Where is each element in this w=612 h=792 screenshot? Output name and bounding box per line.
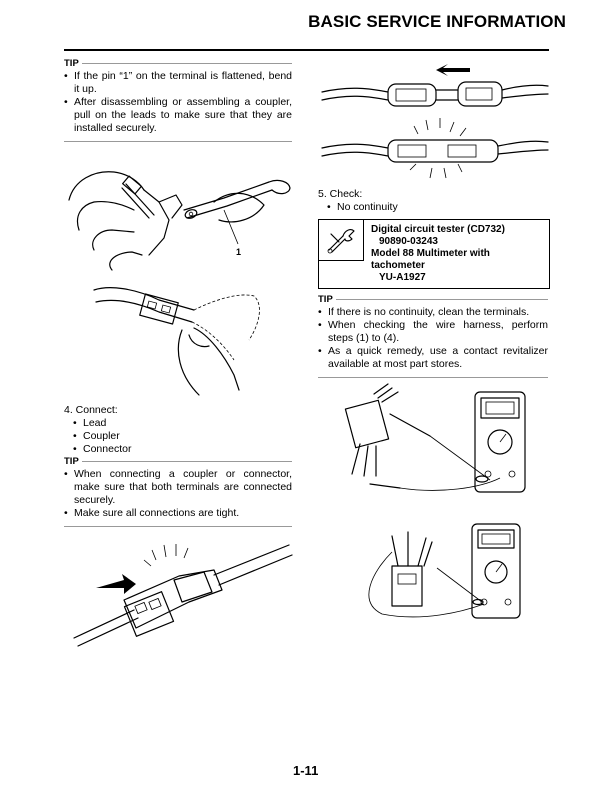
tip-item: When checking the wire harness, perform … — [318, 319, 548, 345]
tip-rule — [81, 461, 292, 462]
tip-list: If there is no continuity, clean the ter… — [318, 306, 548, 371]
step-item: No continuity — [327, 201, 548, 214]
step-4-section: 4. Connect: Lead Coupler Connector — [64, 404, 292, 456]
special-tool-box: Digital circuit tester (CD732) 90890-032… — [318, 219, 550, 289]
tip-label: TIP — [64, 58, 79, 69]
tip-end-rule — [318, 377, 548, 378]
tip-end-rule — [64, 526, 292, 527]
figure-multimeter-test-1 — [344, 383, 526, 493]
step-item: Coupler — [73, 430, 292, 443]
tool-name: Model 88 Multimeter with tachometer — [371, 248, 490, 271]
figure-multimeter-test-2 — [368, 523, 521, 619]
page-title: BASIC SERVICE INFORMATION — [308, 12, 566, 31]
tip-item: Make sure all connections are tight. — [64, 507, 292, 520]
tip-label: TIP — [64, 456, 79, 467]
tester-probe-icon — [327, 229, 355, 254]
tip-rule — [81, 63, 292, 64]
step-heading: 4. Connect: — [64, 404, 118, 416]
figure-callout-number: 1 — [236, 247, 241, 257]
tip-section-3: TIP If there is no continuity, clean the… — [318, 294, 548, 378]
tip-item: As a quick remedy, use a contact revital… — [318, 345, 548, 371]
tip-item: After disassembling or assembling a coup… — [64, 96, 292, 135]
step-item: Lead — [73, 417, 292, 430]
tip-section-2: TIP When connecting a coupler or connect… — [64, 456, 292, 527]
tool-part-number: YU-A1927 — [379, 272, 426, 283]
step-5-section: 5. Check: No continuity — [318, 188, 548, 214]
figure-pin-bending: 1 — [68, 171, 291, 396]
tip-item: If the pin “1” on the terminal is flatte… — [64, 70, 292, 96]
tip-list: When connecting a coupler or connector, … — [64, 468, 292, 520]
tip-item: If there is no continuity, clean the ter… — [318, 306, 548, 319]
figure-terminal-check — [321, 64, 549, 179]
tip-end-rule — [64, 141, 292, 142]
step-list: Lead Coupler Connector — [73, 417, 292, 456]
tool-icon-cell — [319, 220, 364, 261]
step-heading: 5. Check: — [318, 188, 363, 200]
tip-item: When connecting a coupler or connector, … — [64, 468, 292, 507]
tip-label: TIP — [318, 294, 333, 305]
step-list: No continuity — [327, 201, 548, 214]
tip-list: If the pin “1” on the terminal is flatte… — [64, 70, 292, 135]
tool-part-number: 90890-03243 — [379, 236, 438, 247]
tool-name: Digital circuit tester (CD732) — [371, 224, 505, 235]
tip-rule — [335, 299, 548, 300]
page-number: 1-11 — [293, 763, 319, 778]
tool-text: Digital circuit tester (CD732) 90890-032… — [371, 224, 546, 284]
figure-coupler-connect — [73, 544, 293, 647]
header-rule — [64, 49, 549, 51]
step-item: Connector — [73, 443, 292, 456]
tip-section-1: TIP If the pin “1” on the terminal is fl… — [64, 58, 292, 142]
